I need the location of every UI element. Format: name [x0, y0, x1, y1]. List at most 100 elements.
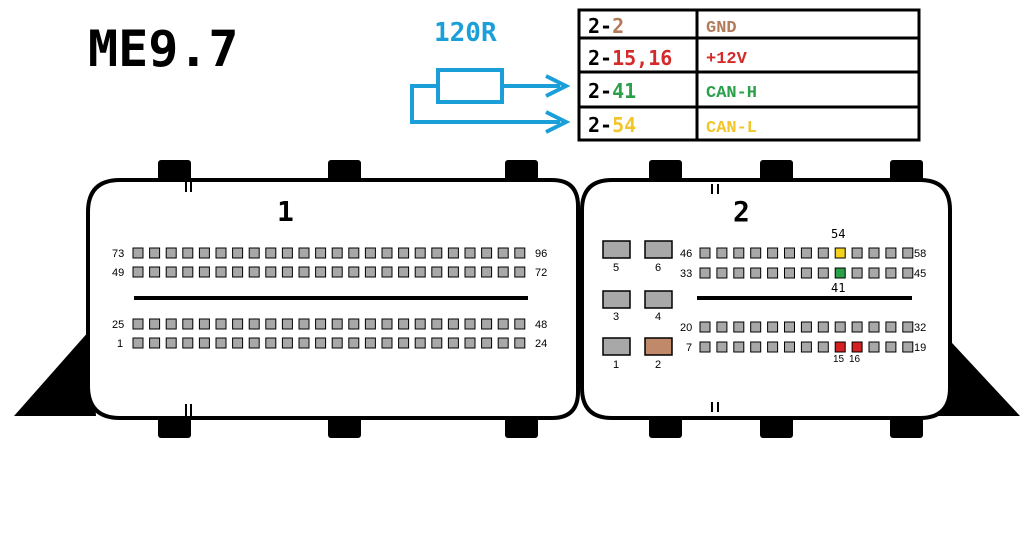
c1-pin — [315, 266, 327, 278]
c1-pin — [464, 318, 476, 330]
c1-pin — [481, 337, 493, 349]
c1-pin — [364, 337, 376, 349]
c2-pin — [851, 247, 863, 259]
c2-pin — [817, 321, 829, 333]
c1-pin — [215, 266, 227, 278]
c1-pin — [198, 337, 210, 349]
c1-pin — [132, 247, 144, 259]
c1-row-1-label: 1 — [117, 338, 123, 350]
diagram-title: ME9.7 — [88, 20, 239, 78]
connector-1-divider — [134, 296, 528, 300]
c2-row-46-label: 46 — [680, 248, 692, 260]
c1-row-24-label: 24 — [535, 338, 547, 350]
big-pin-1-label: 1 — [613, 359, 619, 371]
c1-pin — [149, 337, 161, 349]
c1-pin — [481, 318, 493, 330]
big-pin-6-label: 6 — [655, 262, 661, 274]
c1-pin — [265, 266, 277, 278]
c2-row-58-label: 58 — [914, 248, 926, 260]
big-pin-3-label: 3 — [613, 311, 619, 323]
c1-pin — [165, 318, 177, 330]
c1-pin — [182, 318, 194, 330]
c2-pin — [699, 321, 711, 333]
c1-pin — [414, 337, 426, 349]
connector-2-big-pins — [602, 240, 673, 356]
c2-pin — [902, 341, 914, 353]
c1-row-73-label: 73 — [112, 248, 124, 260]
c2-pin — [767, 341, 779, 353]
pin-54-label: 54 — [831, 227, 845, 241]
pin-16 — [851, 341, 863, 353]
connector-2-pins — [699, 247, 914, 353]
c2-pin — [851, 321, 863, 333]
pin-table: 2-2 GND 2-15,16 +12V 2-41 CAN-H 2-54 CAN… — [577, 8, 921, 142]
c2-pin — [885, 247, 897, 259]
c1-pin — [315, 247, 327, 259]
c1-pin — [281, 318, 293, 330]
big-pin-4-label: 4 — [655, 311, 661, 323]
c1-pin — [281, 247, 293, 259]
c2-pin — [817, 247, 829, 259]
table-row-gnd-signal: GND — [706, 19, 737, 38]
table-row-gnd-pin: 2-2 — [588, 14, 624, 38]
c2-pin — [750, 321, 762, 333]
c1-pin — [248, 318, 260, 330]
pin-54 — [834, 247, 846, 259]
c1-pin — [348, 266, 360, 278]
c1-pin — [348, 337, 360, 349]
c2-pin — [885, 341, 897, 353]
c1-pin — [331, 266, 343, 278]
table-row-power-pin: 2-15,16 — [588, 46, 672, 70]
c1-pin — [431, 318, 443, 330]
c1-pin — [414, 247, 426, 259]
c2-pin — [767, 247, 779, 259]
c2-pin — [800, 247, 812, 259]
c2-pin — [800, 267, 812, 279]
c1-pin — [281, 266, 293, 278]
big-pin-2-label: 2 — [655, 359, 661, 371]
c1-row-96-label: 96 — [535, 248, 547, 260]
pin-15 — [834, 341, 846, 353]
c1-pin — [182, 266, 194, 278]
big-pin-6 — [644, 240, 673, 259]
pin-16-label: 16 — [849, 354, 861, 365]
c2-pin — [885, 267, 897, 279]
table-row-canh-signal: CAN-H — [706, 84, 757, 103]
c2-row-45-label: 45 — [914, 268, 926, 280]
c1-pin — [414, 318, 426, 330]
pin-15-label: 15 — [833, 354, 845, 365]
c1-pin — [315, 318, 327, 330]
c2-pin — [750, 247, 762, 259]
c1-pin — [364, 318, 376, 330]
table-row-power-signal: +12V — [706, 50, 748, 69]
c1-pin — [514, 337, 526, 349]
c1-pin — [447, 247, 459, 259]
c1-pin — [464, 337, 476, 349]
pin-41-label: 41 — [831, 281, 845, 295]
c1-pin — [198, 318, 210, 330]
c1-pin — [381, 266, 393, 278]
c1-pin — [514, 247, 526, 259]
c2-row-33-label: 33 — [680, 268, 692, 280]
c1-pin — [132, 337, 144, 349]
c1-pin — [198, 247, 210, 259]
c2-pin — [817, 341, 829, 353]
c2-pin — [733, 267, 745, 279]
c2-pin — [733, 321, 745, 333]
c1-pin — [481, 247, 493, 259]
c2-pin — [699, 267, 711, 279]
c1-pin — [381, 318, 393, 330]
c1-pin — [431, 337, 443, 349]
c1-pin — [447, 337, 459, 349]
c1-pin — [398, 266, 410, 278]
c1-pin — [182, 337, 194, 349]
c1-pin — [497, 266, 509, 278]
big-pin-5-label: 5 — [613, 262, 619, 274]
c2-pin — [767, 321, 779, 333]
c1-pin — [265, 247, 277, 259]
c1-pin — [431, 247, 443, 259]
c1-pin — [265, 318, 277, 330]
c1-pin — [248, 266, 260, 278]
table-row-canh-pin: 2-41 — [588, 79, 636, 103]
c2-pin — [784, 267, 795, 279]
